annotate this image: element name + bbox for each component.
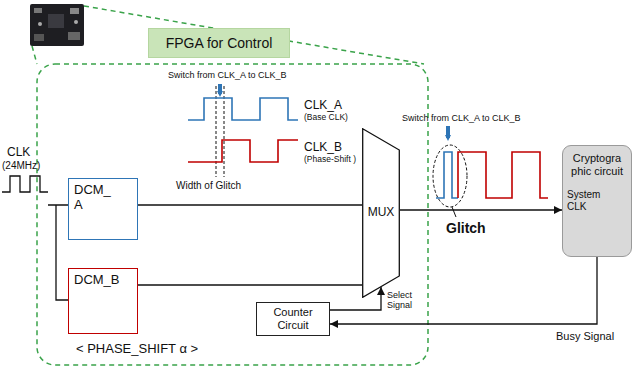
glitch-label: Glitch <box>446 220 486 236</box>
signal-name: CLK <box>7 146 30 160</box>
counter-box: Counter Circuit <box>256 302 330 336</box>
clk-a-wave <box>188 98 298 120</box>
glitch-circle <box>433 145 467 207</box>
switch-note: Switch from CLK_A to CLK_B <box>402 113 521 123</box>
signal-wire <box>400 209 562 210</box>
node-text: System CLK <box>567 189 607 212</box>
fpga-region <box>37 64 428 365</box>
signal-wire <box>138 284 362 285</box>
edge-label: Select Signal <box>387 290 421 311</box>
node-text: Cryptogra phic circuit <box>567 152 627 177</box>
zoom-line <box>32 46 37 64</box>
node-text: FPGA for Control <box>166 35 273 51</box>
multiplexer: MUX <box>362 128 400 298</box>
frequency-note: (24MHz) <box>2 160 40 172</box>
switch-note: Switch from CLK_A to CLK_B <box>168 70 287 80</box>
node-text: MUX <box>368 206 395 220</box>
dcm-block: DCM_ A <box>68 178 138 240</box>
node-text: Counter Circuit <box>260 306 326 331</box>
output-wave-b <box>458 152 548 198</box>
dcm-block: DCM_B <box>68 268 138 334</box>
mux-outline <box>363 129 400 298</box>
leader-line <box>452 207 456 217</box>
node-text: DCM_B <box>74 273 120 288</box>
input-clock-wave <box>2 176 48 192</box>
fpga-board <box>30 4 84 46</box>
parameter-label: < PHASE_SHIFT α > <box>76 342 198 357</box>
signal-name: CLK_B <box>304 141 342 155</box>
signal-name: CLK_A <box>304 99 342 113</box>
switch-arrow <box>218 84 222 94</box>
crypto-circuit-box: Cryptogra phic circuitSystem CLK <box>562 145 632 257</box>
signal-note: (Phase-Shift ) <box>304 155 356 165</box>
node-text: DCM_ A <box>74 183 114 213</box>
clk-b-wave <box>188 140 298 162</box>
edge-label: Busy Signal <box>556 330 614 343</box>
zoom-line <box>84 6 424 64</box>
clock-wire <box>48 205 68 300</box>
glitch-width-note: Width of Glitch <box>176 180 241 192</box>
dashed-marker <box>224 86 225 177</box>
output-wave-a <box>436 152 458 198</box>
switch-arrow <box>446 126 450 138</box>
signal-wire <box>138 204 362 205</box>
dashed-marker <box>216 86 217 177</box>
control-label-box: FPGA for Control <box>148 28 290 58</box>
signal-note: (Base CLK) <box>304 113 348 123</box>
